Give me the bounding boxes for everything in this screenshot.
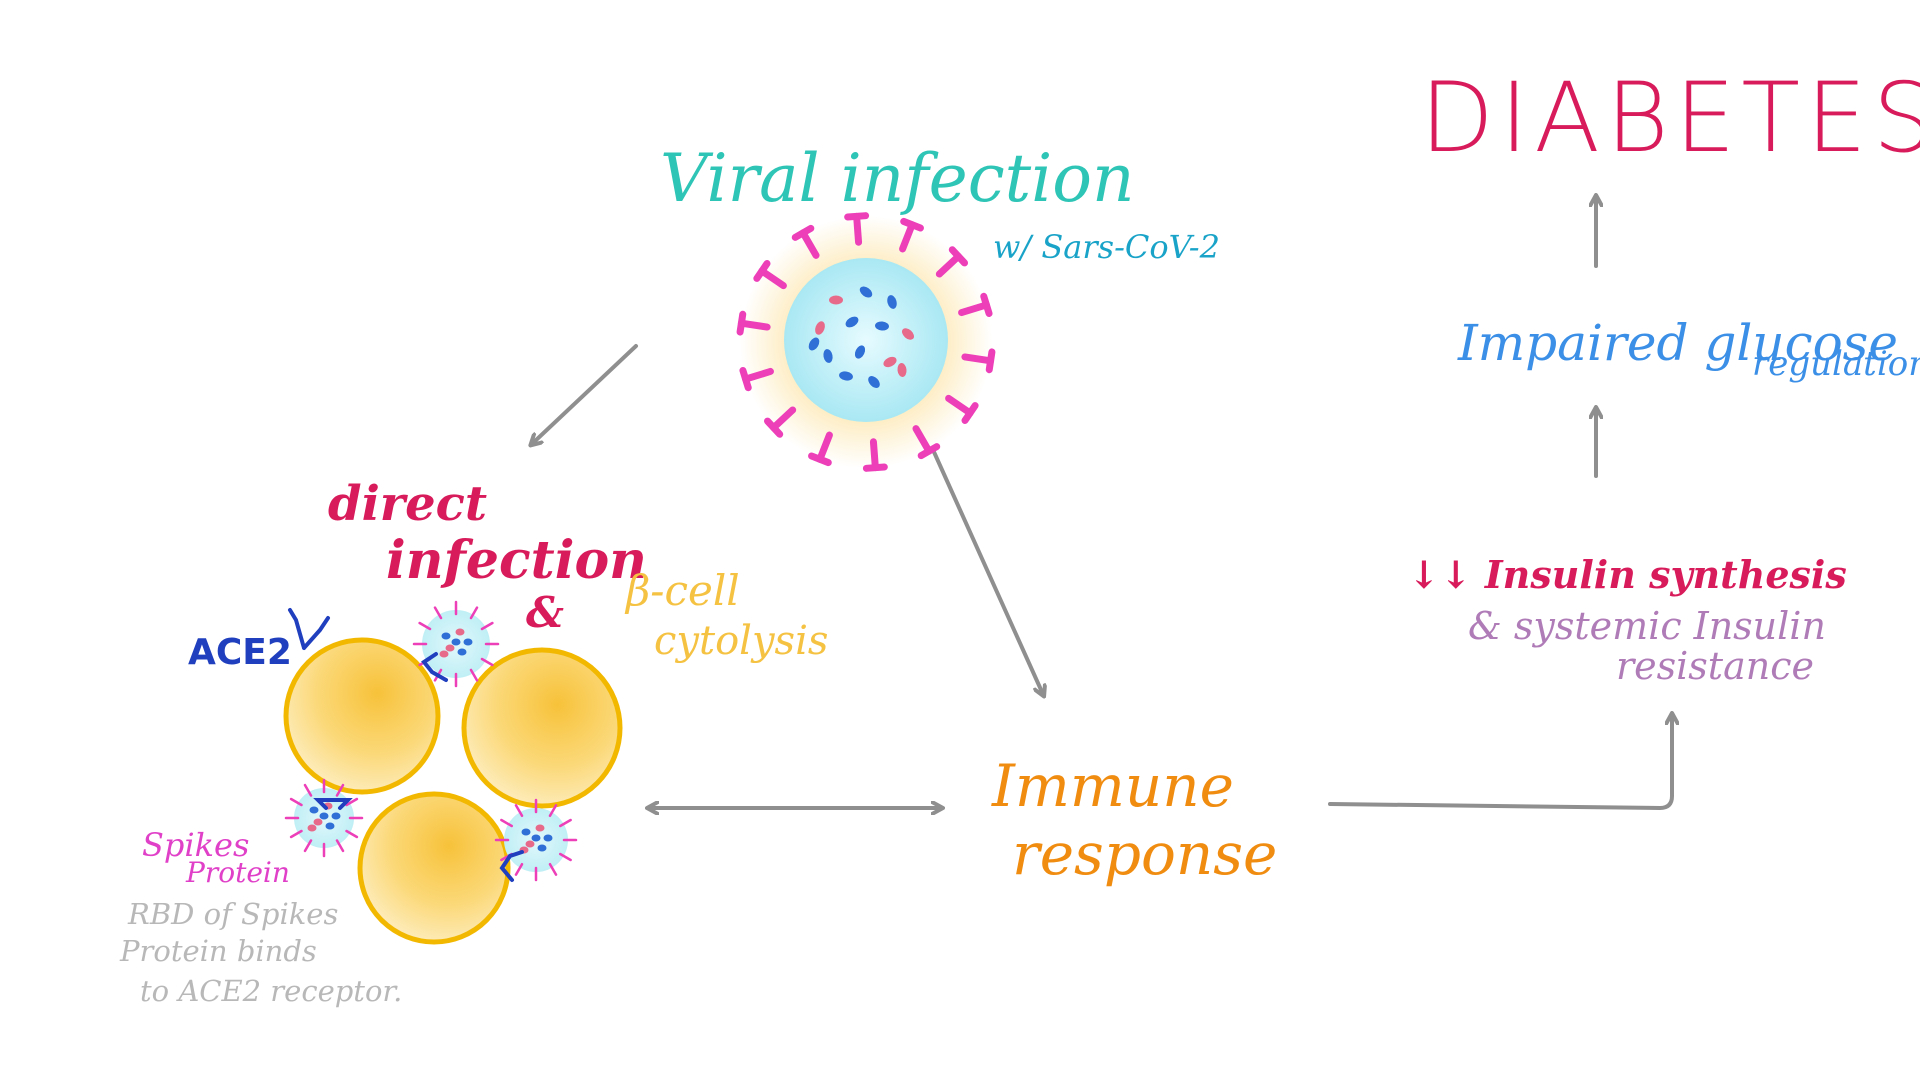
viral-rna-particle xyxy=(868,376,880,388)
spike-protein-cap xyxy=(961,402,979,424)
direct-infection-label-3: & xyxy=(526,588,564,637)
arrow-virus-to-immune xyxy=(932,450,1042,692)
spike-protein-cap xyxy=(739,366,752,392)
spike-protein xyxy=(961,353,995,365)
beta-cell-label-2: cytolysis xyxy=(654,618,829,664)
spike-protein xyxy=(742,367,774,383)
viral-rna-particle xyxy=(815,321,825,335)
spike-protein-cap xyxy=(862,463,888,472)
viral-rna-particle xyxy=(808,337,820,351)
viral-rna-particle xyxy=(897,363,907,377)
ace2-label: ACE2 xyxy=(188,632,292,673)
spike-protein-cap xyxy=(985,348,996,374)
spike-protein-cap xyxy=(791,224,815,241)
ace2-receptor-icon xyxy=(288,608,330,650)
viral-infection-label: Viral infection xyxy=(660,140,1135,217)
viral-rna-particle xyxy=(883,356,897,368)
rbd-note-line-1: RBD of Spikes xyxy=(128,897,339,931)
beta-cell-2 xyxy=(461,647,623,809)
spike-protein-cap xyxy=(808,452,832,467)
arrow-immune-to-insulin xyxy=(1328,718,1672,811)
direct-infection-label-1: direct xyxy=(328,476,488,532)
spike-protein xyxy=(816,431,833,463)
ace2-receptor-icons xyxy=(288,608,524,882)
impaired-glucose-label-2: regulation xyxy=(1752,344,1920,384)
spike-protein-cap xyxy=(844,212,870,221)
viral-rna-particle xyxy=(854,345,866,359)
spike-protein-cap xyxy=(948,246,969,267)
spike-protein-cap xyxy=(917,443,941,460)
arrow-virus-to-cells xyxy=(534,344,638,442)
sars-cov-2-virus-icon xyxy=(736,212,996,472)
immune-response-label-2: response xyxy=(1012,820,1278,888)
viral-rna-particle xyxy=(839,371,853,381)
spikes-protein-label-2: Protein xyxy=(186,856,290,889)
title-diabetes: DIABETES xyxy=(1420,62,1920,174)
viral-rna-particle xyxy=(823,349,833,363)
viral-rna-particle xyxy=(829,295,843,305)
spike-protein xyxy=(770,406,797,432)
viral-rna-particle xyxy=(901,328,915,340)
insulin-synthesis-label: ↓↓ Insulin synthesis xyxy=(1408,552,1847,597)
rbd-note-line-2: Protein binds xyxy=(120,934,317,968)
viral-rna-particle xyxy=(845,316,859,328)
impaired-glucose-label-1: Impaired glucose xyxy=(1458,314,1898,372)
ace2-receptor-icon xyxy=(499,850,524,882)
beta-cell-1 xyxy=(283,637,441,795)
small-virus-icon xyxy=(412,600,500,688)
ace2-receptor-icon xyxy=(421,652,448,682)
spike-protein xyxy=(945,394,974,417)
beta-cells xyxy=(283,637,623,945)
spike-protein-cap xyxy=(980,292,993,318)
immune-response-label-1: Immune xyxy=(992,752,1234,820)
spike-protein xyxy=(958,301,990,317)
viral-rna-particle xyxy=(875,321,889,331)
spike-protein xyxy=(853,212,863,246)
small-virus-icon xyxy=(284,778,364,858)
spikes-protein-label-1: Spikes xyxy=(142,826,250,864)
spike-protein-cap xyxy=(763,417,784,438)
sars-cov-2-label: w/ Sars-CoV-2 xyxy=(993,228,1220,266)
spike-protein xyxy=(935,252,962,278)
insulin-resistance-label-2: resistance xyxy=(1616,644,1814,688)
rbd-note-line-3: to ACE2 receptor. xyxy=(140,974,403,1008)
viral-rna-particle xyxy=(887,295,897,309)
ace2-receptor-icon xyxy=(313,798,353,810)
spike-protein-cap xyxy=(753,260,771,282)
insulin-resistance-label-1: & systemic Insulin xyxy=(1468,604,1826,648)
beta-cell-3 xyxy=(357,791,511,945)
arrows xyxy=(534,200,1672,808)
direct-infection-label-2: infection xyxy=(386,530,647,591)
spike-protein xyxy=(737,319,771,331)
spike-protein xyxy=(799,229,820,259)
spike-protein xyxy=(758,267,787,290)
spike-protein xyxy=(869,438,879,472)
spike-protein-cap xyxy=(900,217,924,232)
viral-rna-particle xyxy=(859,286,873,298)
spike-protein xyxy=(899,221,916,253)
spike-protein xyxy=(912,425,933,455)
beta-cell-label-1: β-cell xyxy=(626,566,740,615)
spike-protein-cap xyxy=(736,310,747,336)
small-virus-particles xyxy=(284,600,578,882)
